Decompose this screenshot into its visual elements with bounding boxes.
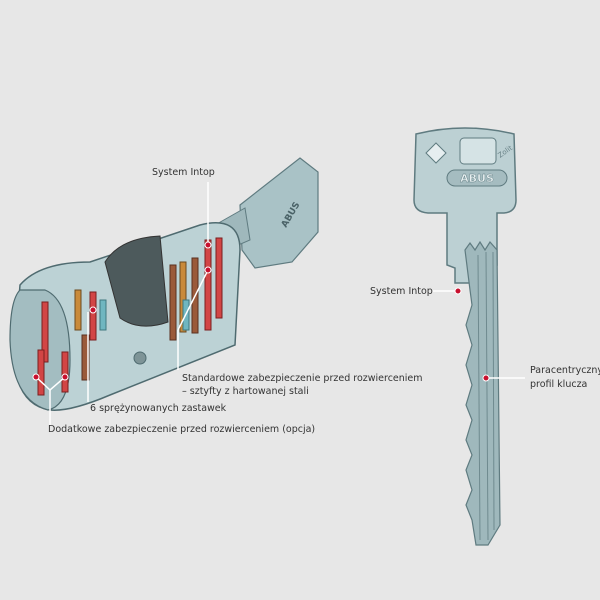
label-additional-drill-protection: Dodatkowe zabezpieczenie przed rozwierce… xyxy=(48,424,316,435)
key-illustration: ABUS Zolit xyxy=(413,127,525,546)
label-paracentric-profile: Paracentryczny xyxy=(530,365,600,376)
label-key-profile: profil klucza xyxy=(530,379,588,390)
key-logo-brand: ABUS xyxy=(460,172,494,185)
label-cylinder-system-intop: System Intop xyxy=(152,167,215,178)
lock-cylinder-illustration: ABUS xyxy=(9,157,319,425)
label-hardened-steel-pins: – sztyfty z hartowanej stali xyxy=(182,386,309,397)
cylinder-key-head xyxy=(239,157,319,269)
label-key-system-intop: System Intop xyxy=(370,286,433,297)
key-blade xyxy=(464,240,501,546)
label-standard-drill-protection: Standardowe zabezpieczenie przed rozwier… xyxy=(182,373,423,384)
label-spring-pins: 6 sprężynowanych zastawek xyxy=(90,403,227,414)
